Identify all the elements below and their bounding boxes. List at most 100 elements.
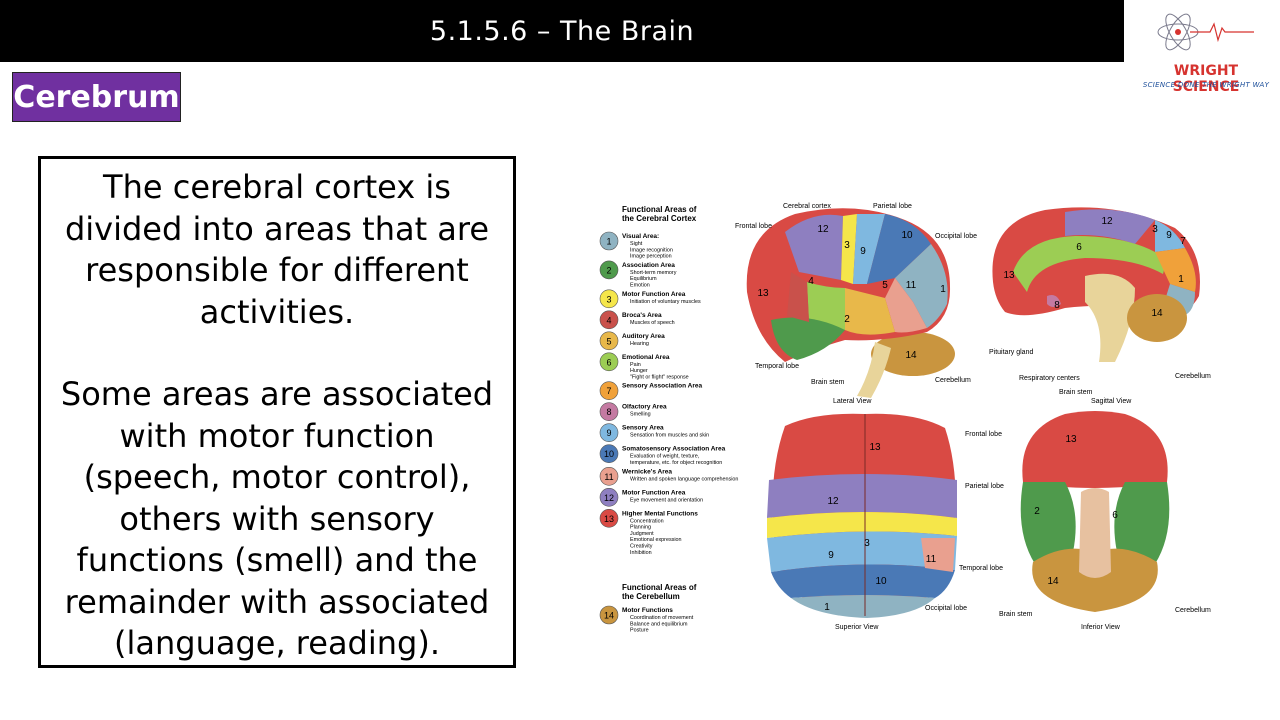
region-number: 3 — [864, 538, 870, 549]
region-number: 3 — [1152, 224, 1158, 235]
region-number: 14 — [905, 350, 917, 361]
region-number: 10 — [901, 230, 913, 241]
region-number: 7 — [1180, 236, 1186, 247]
legend-number: 1 — [606, 237, 611, 247]
inferior-label-brain-stem: Brain stem — [999, 611, 1033, 618]
inferior-brainstem — [1079, 488, 1111, 578]
legend-number: 7 — [606, 386, 611, 396]
legend-number: 12 — [604, 493, 614, 503]
sagittal-label-pituitary-gland: Pituitary gland — [989, 349, 1033, 356]
legend-number: 9 — [606, 428, 611, 438]
sagittal-label-cerebellum: Cerebellum — [1175, 373, 1211, 380]
heartbeat-line-icon — [1190, 24, 1254, 40]
region-number: 3 — [844, 240, 850, 251]
paragraph-cortex: The cerebral cortex is divided into area… — [47, 167, 507, 333]
legend-description: Muscles of speech — [630, 320, 675, 326]
superior-label-frontal-lobe: Frontal lobe — [965, 431, 1002, 438]
lateral-label-parietal-lobe: Parietal lobe — [873, 203, 912, 210]
lateral-label-cerebellum: Cerebellum — [935, 377, 971, 384]
inferior-frontal — [1022, 411, 1167, 488]
superior-view: 13123910111 Frontal lobe Parietal lobe O… — [767, 414, 1004, 631]
legend-description: Written and spoken language comprehensio… — [630, 476, 738, 482]
logo-name: WRIGHT SCIENCE — [1140, 63, 1272, 95]
legend-description: "Fight or flight" response — [630, 374, 689, 380]
section-label-text: Cerebrum — [13, 80, 179, 115]
legend-description: Hunger — [630, 368, 648, 374]
legend-description: Balance and equilibrium — [630, 621, 688, 627]
text-box: The cerebral cortex is divided into area… — [38, 156, 516, 668]
legend-title: Visual Area: — [622, 233, 659, 240]
legend-title: Emotional Area — [622, 354, 670, 361]
legend-item: 7 Sensory Association Area — [600, 382, 702, 400]
region-number: 9 — [828, 550, 834, 561]
legend-description: Posture — [630, 628, 649, 634]
slide-title: 5.1.5.6 – The Brain — [430, 16, 694, 47]
lateral-label-cerebral-cortex: Cerebral cortex — [783, 203, 831, 210]
legend-description: Smelling — [630, 412, 651, 418]
region-number: 6 — [1112, 510, 1118, 521]
region-number: 1 — [824, 602, 830, 613]
legend-title: Sensory Association Area — [622, 383, 702, 390]
superior-area-12 — [767, 474, 957, 518]
region-number: 2 — [1034, 506, 1040, 517]
legend-item: 13Higher Mental FunctionsConcentrationPl… — [600, 509, 698, 556]
legend-item: 11Wernicke's AreaWritten and spoken lang… — [600, 467, 738, 485]
region-number: 8 — [1054, 300, 1060, 311]
legend-description: Eye movement and orientation — [630, 497, 703, 503]
legend-description: Planning — [630, 525, 651, 531]
region-number: 12 — [827, 496, 839, 507]
region-number: 9 — [860, 246, 866, 257]
legend-title: Somatosensory Association Area — [622, 446, 726, 453]
region-number: 13 — [757, 288, 769, 299]
region-number: 11 — [926, 554, 937, 565]
legend-title: Higher Mental Functions — [622, 510, 698, 517]
legend-description: Coordination of movement — [630, 615, 694, 621]
superior-label-occipital-lobe: Occipital lobe — [925, 605, 967, 612]
legend-title: Broca's Area — [622, 312, 662, 319]
legend-description: Hearing — [630, 341, 649, 347]
region-number: 6 — [1076, 242, 1082, 253]
slide-title-bar: 5.1.5.6 – The Brain — [0, 0, 1124, 62]
legend-description: Equilibrium — [630, 276, 657, 282]
legend-description: Initiation of voluntary muscles — [630, 299, 701, 305]
legend-description: Short-term memory — [630, 270, 677, 276]
superior-area-1 — [791, 595, 935, 618]
legend-description: Judgment — [630, 531, 654, 537]
region-number: 12 — [817, 224, 829, 235]
lateral-caption: Lateral View — [833, 398, 872, 405]
legend-number: 3 — [606, 294, 611, 304]
region-number: 13 — [869, 442, 881, 453]
legend-description: Evaluation of weight, texture, — [630, 454, 700, 460]
region-number: 12 — [1101, 216, 1113, 227]
legend-title: Motor Function Area — [622, 291, 686, 298]
lateral-label-brain-stem: Brain stem — [811, 379, 845, 386]
legend-description: Concentration — [630, 518, 664, 524]
superior-caption: Superior View — [835, 624, 879, 631]
inferior-view: 132614 Temporal lobe Brain stem Cerebell… — [959, 411, 1211, 631]
legend-number: 4 — [606, 315, 611, 325]
legend-number: 6 — [606, 357, 611, 367]
region-number: 5 — [882, 280, 888, 291]
legend-title: Motor Function Area — [622, 489, 686, 496]
inferior-label-cerebellum: Cerebellum — [1175, 607, 1211, 614]
legend-description: Creativity — [630, 544, 653, 550]
legend-number: 14 — [604, 611, 614, 621]
legend-item: 8Olfactory AreaSmelling — [600, 403, 667, 421]
region-number: 13 — [1065, 434, 1077, 445]
logo-tagline: SCIENCE DONE THE WRIGHT WAY — [1140, 81, 1272, 89]
region-number: 13 — [1003, 270, 1015, 281]
superior-area-10 — [771, 564, 955, 598]
region-number: 4 — [808, 276, 814, 287]
sagittal-caption: Sagittal View — [1091, 398, 1132, 405]
legend-number: 5 — [606, 336, 611, 346]
legend: Functional Areas ofthe Cerebral Cortex 1… — [600, 205, 738, 634]
sagittal-view: 123976113814 Pituitary gland Respiratory… — [989, 207, 1211, 405]
legend-description: Emotion — [630, 283, 650, 289]
legend-item: 12 Motor Function AreaEye movement and or… — [600, 488, 703, 506]
